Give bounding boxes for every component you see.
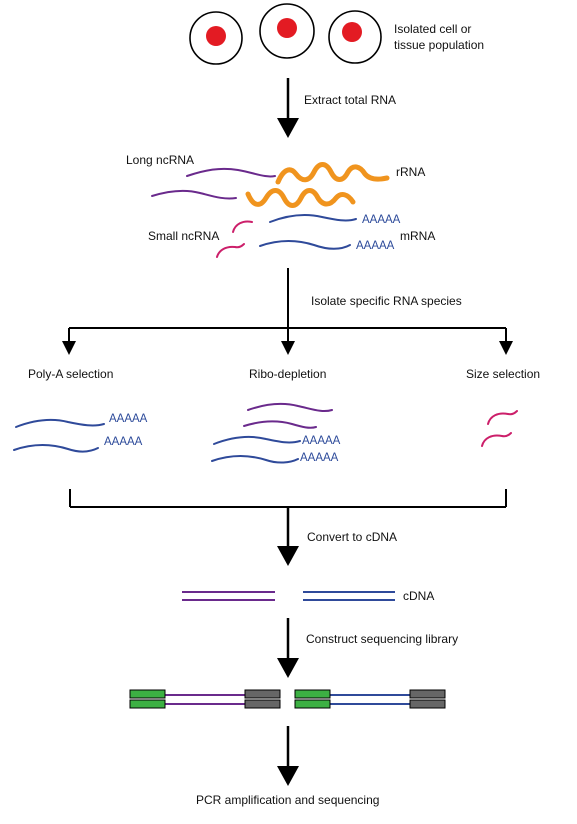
method-poly-a-label: Poly-A selection <box>28 367 113 381</box>
long-ncrna-strand-2 <box>151 189 237 200</box>
poly-a-tail-label: AAAAA <box>356 240 395 252</box>
step-construct-label: Construct sequencing library <box>306 632 458 646</box>
sequencing-library <box>129 689 446 709</box>
arrow-extract <box>277 78 299 138</box>
long-ncrna-strand <box>247 402 333 413</box>
rrna-strand-1 <box>275 162 390 185</box>
mrna-strand <box>13 444 99 453</box>
cells-label-line1: Isolated cell or <box>394 22 471 36</box>
small-ncrna-strand <box>481 432 512 447</box>
branch-isolate <box>62 268 513 355</box>
step-isolate-label: Isolate specific RNA species <box>311 294 462 308</box>
poly-a-tail-label: AAAAA <box>300 452 339 464</box>
long-ncrna-label: Long ncRNA <box>126 153 194 167</box>
cells-label-line2: tissue population <box>394 38 484 52</box>
small-ncrna-label: Small ncRNA <box>148 229 219 243</box>
cdna-label: cDNA <box>403 589 434 603</box>
mrna-strand-2 <box>259 240 351 250</box>
poly-a-selection-result <box>13 418 105 453</box>
arrow-construct <box>277 618 299 678</box>
mrna-label: mRNA <box>400 229 435 243</box>
small-ncrna-strand-2 <box>216 243 245 258</box>
poly-a-tail-label: AAAAA <box>104 436 143 448</box>
total-rna-mixture <box>151 162 390 258</box>
size-selection-result <box>481 410 518 447</box>
poly-a-tail-label: AAAAA <box>302 435 341 447</box>
small-ncrna-strand-1 <box>232 220 253 233</box>
cdna-duplexes <box>182 591 395 601</box>
small-ncrna-strand <box>487 410 518 425</box>
mrna-strand <box>213 435 301 445</box>
mrna-strand <box>15 418 105 428</box>
cell-population <box>189 3 382 65</box>
poly-a-tail-label: AAAAA <box>109 413 148 425</box>
long-ncrna-strand-1 <box>186 167 276 178</box>
long-ncrna-strand <box>243 420 317 429</box>
arrow-pcr <box>277 726 299 786</box>
rrna-label: rRNA <box>396 165 425 179</box>
library-fragment-left <box>129 689 281 709</box>
merge-bracket <box>69 489 507 508</box>
method-ribo-label: Ribo-depletion <box>249 367 326 381</box>
step-convert-label: Convert to cDNA <box>307 530 397 544</box>
mrna-strand-1 <box>269 213 357 223</box>
cell-1 <box>189 11 243 65</box>
arrow-convert <box>277 507 299 566</box>
ribo-depletion-result <box>211 402 333 464</box>
step-extract-label: Extract total RNA <box>304 93 396 107</box>
cell-2 <box>259 3 315 59</box>
step-pcr-label: PCR amplification and sequencing <box>196 793 379 807</box>
cell-3 <box>328 10 382 64</box>
rrna-strand-2 <box>245 188 356 208</box>
method-size-label: Size selection <box>466 367 540 381</box>
library-fragment-right <box>294 689 446 709</box>
poly-a-tail-label: AAAAA <box>362 214 401 226</box>
mrna-strand <box>211 455 299 464</box>
